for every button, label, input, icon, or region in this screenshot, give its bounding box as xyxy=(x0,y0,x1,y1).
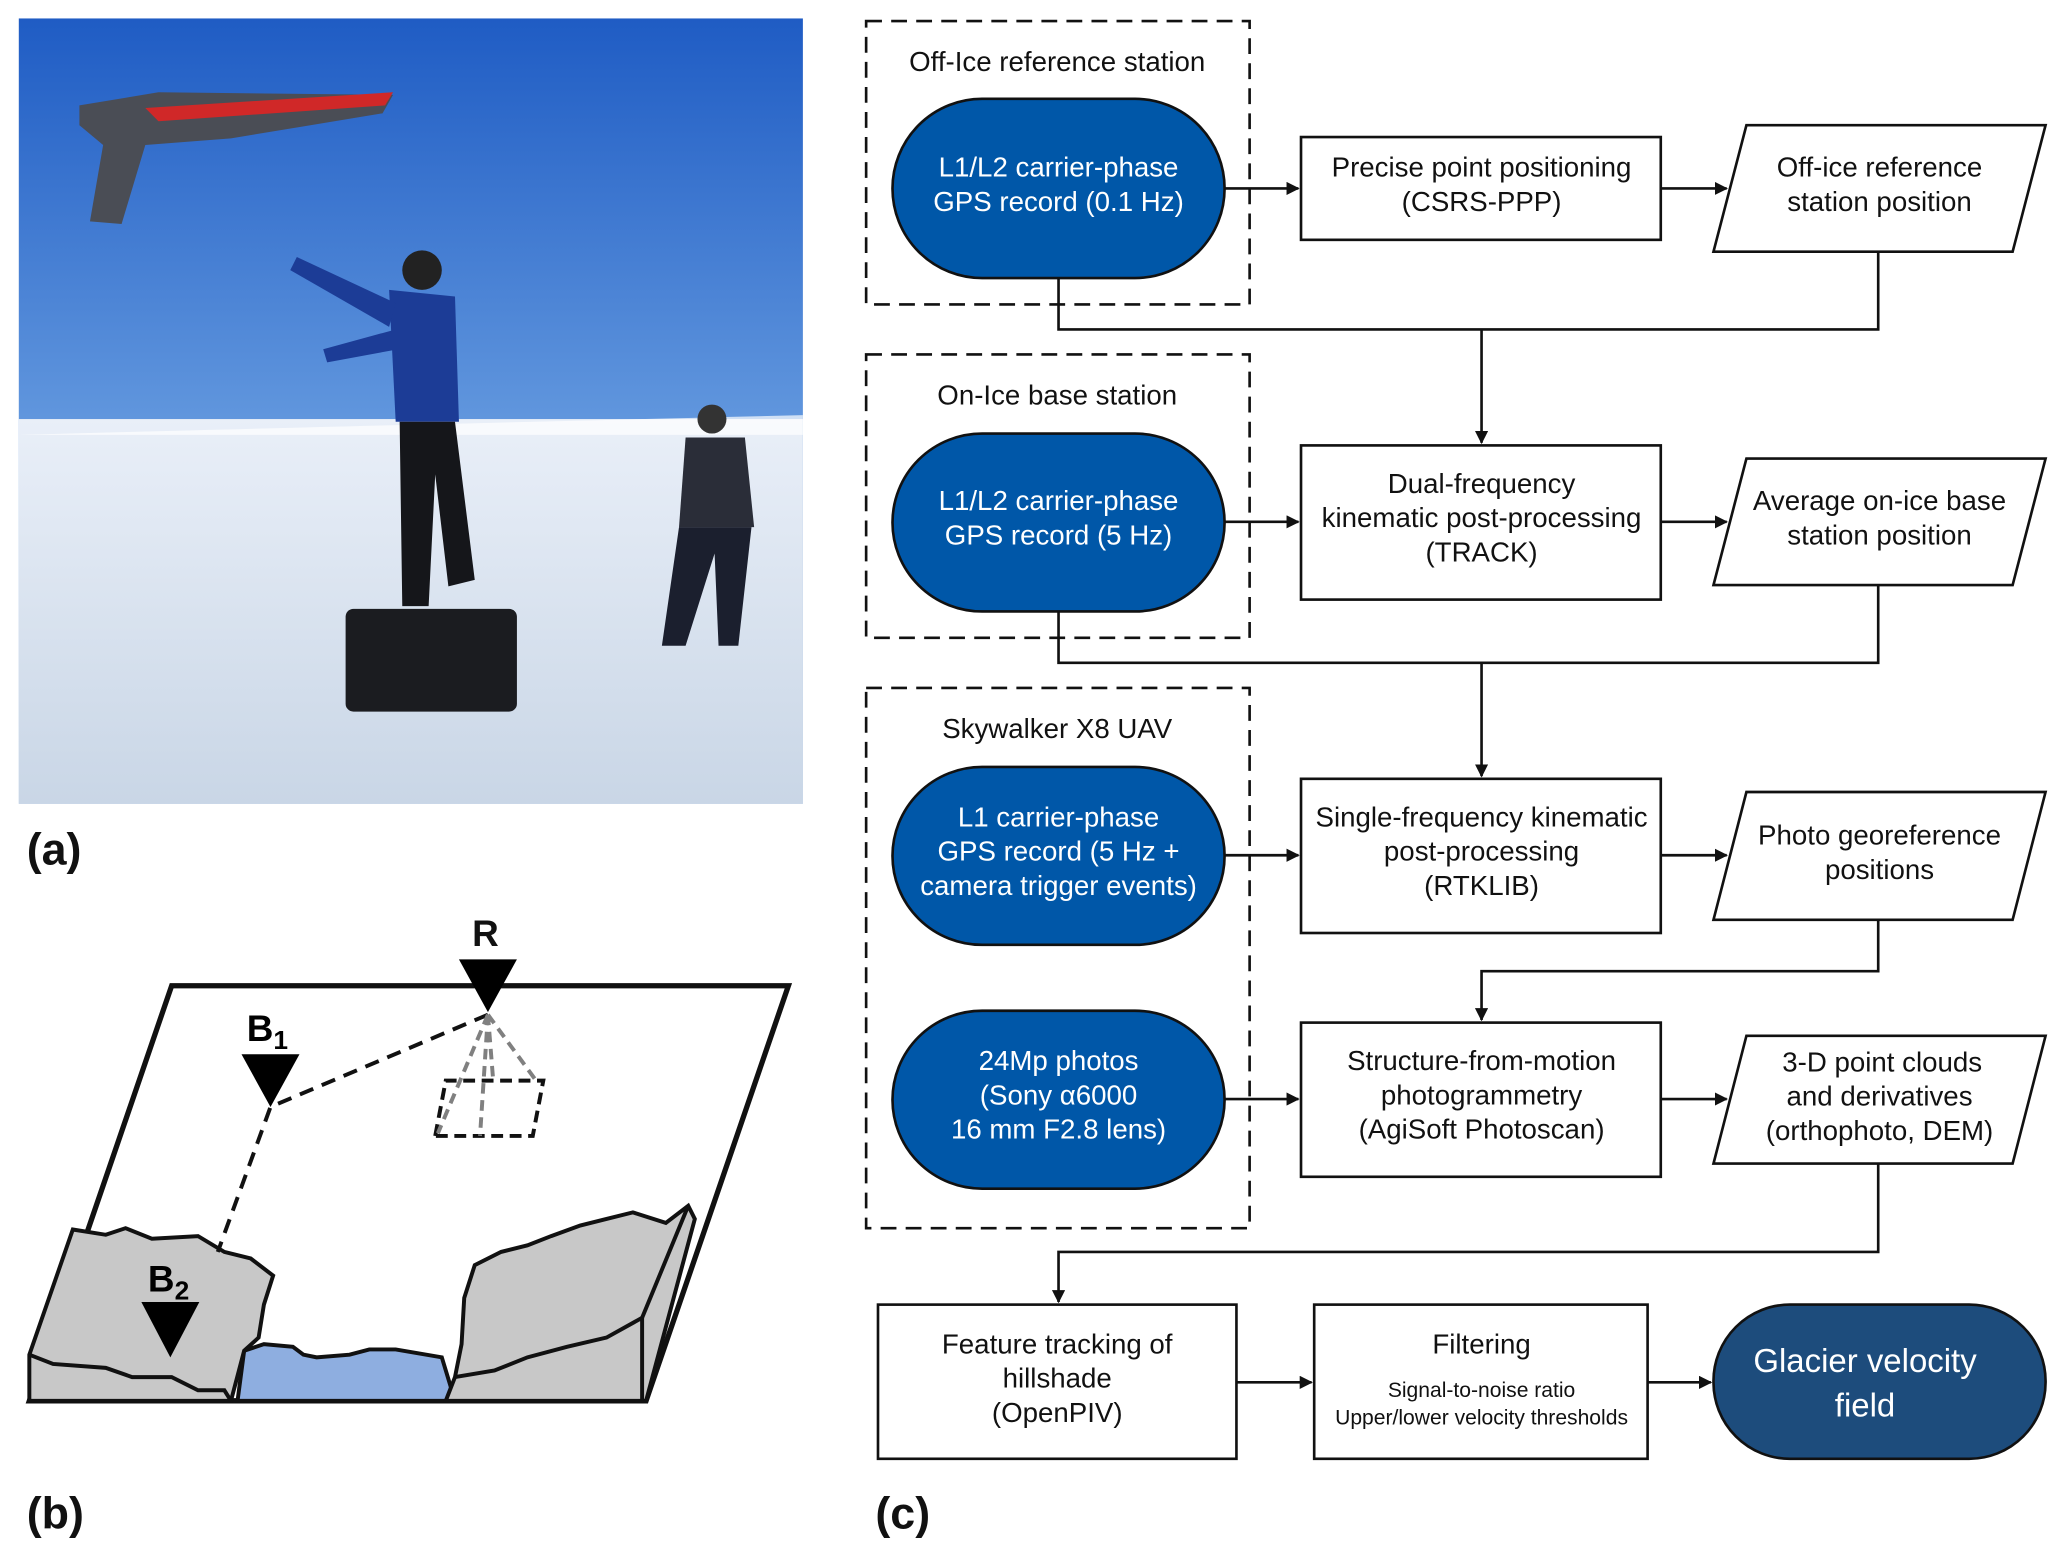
svg-text:and derivatives: and derivatives xyxy=(1787,1081,1973,1112)
output-photo-positions: Photo georeference positions xyxy=(1711,790,2048,922)
b2-station-marker-icon xyxy=(141,1301,200,1358)
svg-text:post-processing: post-processing xyxy=(1384,836,1579,867)
svg-text:Feature tracking of: Feature tracking of xyxy=(942,1328,1173,1359)
r-label: R xyxy=(472,913,499,954)
svg-text:Dual-frequency: Dual-frequency xyxy=(1388,468,1576,499)
svg-text:Precise point positioning: Precise point positioning xyxy=(1332,152,1632,183)
process-filtering: Filtering Signal-to-noise ratio Upper/lo… xyxy=(1312,1303,1649,1461)
svg-text:photogrammetry: photogrammetry xyxy=(1381,1079,1583,1110)
output-point-clouds: 3-D point clouds and derivatives (orthop… xyxy=(1711,1034,2048,1165)
svg-text:Upper/lower velocity threshold: Upper/lower velocity thresholds xyxy=(1335,1407,1628,1430)
process-ppp: Precise point positioning (CSRS-PPP) xyxy=(1299,135,1663,242)
svg-text:(orthophoto, DEM): (orthophoto, DEM) xyxy=(1766,1115,1994,1146)
result-velocity-field: Glacier velocity field xyxy=(1712,1303,2047,1461)
process-rtklib: Single-frequency kinematic post-processi… xyxy=(1299,777,1663,935)
svg-text:Structure-from-motion: Structure-from-motion xyxy=(1347,1045,1616,1076)
svg-text:GPS record (5 Hz): GPS record (5 Hz) xyxy=(945,519,1172,550)
svg-text:camera trigger events): camera trigger events) xyxy=(920,870,1197,901)
svg-text:Filtering: Filtering xyxy=(1432,1328,1530,1359)
svg-text:L1/L2 carrier-phase: L1/L2 carrier-phase xyxy=(939,152,1179,183)
group-title: Off-Ice reference station xyxy=(909,46,1205,77)
svg-text:hillshade: hillshade xyxy=(1003,1363,1112,1394)
input-gps-base: L1/L2 carrier-phase GPS record (5 Hz) xyxy=(891,432,1226,613)
process-feature-tracking: Feature tracking of hillshade (OpenPIV) xyxy=(876,1303,1238,1461)
b1-station-marker-icon xyxy=(241,1054,300,1107)
svg-text:(CSRS-PPP): (CSRS-PPP) xyxy=(1402,186,1562,217)
svg-text:L1 carrier-phase: L1 carrier-phase xyxy=(958,801,1159,832)
svg-text:(AgiSoft Photoscan): (AgiSoft Photoscan) xyxy=(1359,1114,1605,1145)
process-track: Dual-frequency kinematic post-processing… xyxy=(1299,444,1663,601)
group-title: On-Ice base station xyxy=(937,380,1177,411)
field-photo xyxy=(18,18,803,804)
output-reference-position: Off-ice reference station position xyxy=(1711,123,2048,254)
svg-text:3-D point clouds: 3-D point clouds xyxy=(1782,1046,1982,1077)
r-station-marker-icon xyxy=(458,959,517,1013)
right-ice-block xyxy=(442,1202,697,1403)
svg-text:station position: station position xyxy=(1787,519,1972,550)
input-photos: 24Mp photos (Sony α6000 16 mm F2.8 lens) xyxy=(891,1009,1226,1190)
svg-text:GPS record (0.1 Hz): GPS record (0.1 Hz) xyxy=(933,186,1184,217)
svg-text:Signal-to-noise ratio: Signal-to-noise ratio xyxy=(1388,1379,1575,1402)
svg-text:positions: positions xyxy=(1825,854,1934,885)
svg-text:24Mp photos: 24Mp photos xyxy=(979,1045,1139,1076)
water-channel xyxy=(235,1342,458,1403)
svg-text:(TRACK): (TRACK) xyxy=(1425,536,1537,567)
group-title: Skywalker X8 UAV xyxy=(942,713,1173,744)
person-pilot xyxy=(661,404,755,646)
panel-label-c: (c) xyxy=(875,1489,930,1539)
uav-aircraft-icon xyxy=(79,92,394,225)
b1-label: B1 xyxy=(247,1008,288,1055)
person-launching xyxy=(290,250,517,712)
svg-text:field: field xyxy=(1835,1387,1895,1424)
svg-text:(RTKLIB): (RTKLIB) xyxy=(1424,870,1539,901)
input-gps-reference: L1/L2 carrier-phase GPS record (0.1 Hz) xyxy=(891,97,1226,280)
glacier-schematic: R B1 B2 xyxy=(25,913,793,1404)
process-sfm: Structure-from-motion photogrammetry (Ag… xyxy=(1299,1021,1663,1179)
panel-label-a: (a) xyxy=(27,824,82,874)
svg-text:(OpenPIV): (OpenPIV) xyxy=(992,1397,1123,1428)
input-gps-uav: L1 carrier-phase GPS record (5 Hz + came… xyxy=(891,765,1226,947)
svg-text:kinematic post-processing: kinematic post-processing xyxy=(1322,502,1642,533)
workflow-flowchart: Off-Ice reference station On-Ice base st… xyxy=(864,19,2048,1461)
svg-text:16 mm F2.8 lens): 16 mm F2.8 lens) xyxy=(951,1114,1166,1145)
svg-text:Single-frequency kinematic: Single-frequency kinematic xyxy=(1316,801,1648,832)
svg-text:Average on-ice base: Average on-ice base xyxy=(1753,485,2006,516)
svg-text:GPS record (5 Hz +: GPS record (5 Hz + xyxy=(937,836,1179,867)
svg-text:L1/L2 carrier-phase: L1/L2 carrier-phase xyxy=(939,485,1179,516)
svg-text:Photo georeference: Photo georeference xyxy=(1758,820,2001,851)
svg-text:Glacier velocity: Glacier velocity xyxy=(1753,1342,1977,1379)
svg-text:Off-ice reference: Off-ice reference xyxy=(1777,152,1982,183)
panel-label-b: (b) xyxy=(27,1489,84,1539)
svg-text:station position: station position xyxy=(1787,186,1972,217)
output-base-position: Average on-ice base station position xyxy=(1711,457,2048,587)
svg-text:(Sony α6000: (Sony α6000 xyxy=(980,1079,1137,1110)
group-uav xyxy=(864,686,1251,1230)
b2-label: B2 xyxy=(148,1258,189,1305)
